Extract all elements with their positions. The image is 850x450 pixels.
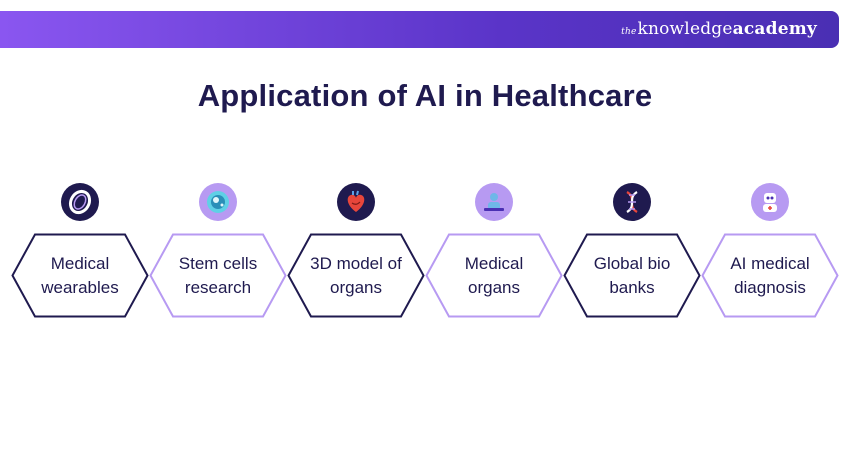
step-1: Medical wearables: [11, 233, 149, 318]
step-label: Medical organs: [464, 253, 524, 297]
header-banner: theknowledgeacademy: [0, 11, 839, 48]
heart-model-icon: [337, 183, 375, 221]
step-label: AI medical diagnosis: [730, 253, 810, 297]
step-6: AI medical diagnosis: [701, 233, 839, 318]
step-label: Global bio banks: [593, 253, 671, 297]
step-label: Stem cells research: [178, 253, 258, 297]
dna-icon: [613, 183, 651, 221]
step-5: Global bio banks: [563, 233, 701, 318]
step-4: Medical organs: [425, 233, 563, 318]
surgery-icon: [475, 183, 513, 221]
step-label: Medical wearables: [41, 253, 119, 297]
step-label: 3D model of organs: [310, 253, 402, 297]
robot-doctor-icon: [751, 183, 789, 221]
brand-logo: theknowledgeacademy: [621, 19, 817, 39]
step-2: Stem cells research: [149, 233, 287, 318]
step-3: 3D model of organs: [287, 233, 425, 318]
page-title: Application of AI in Healthcare: [197, 78, 653, 113]
smart-ring-icon: [61, 183, 99, 221]
stem-cell-icon: [199, 183, 237, 221]
